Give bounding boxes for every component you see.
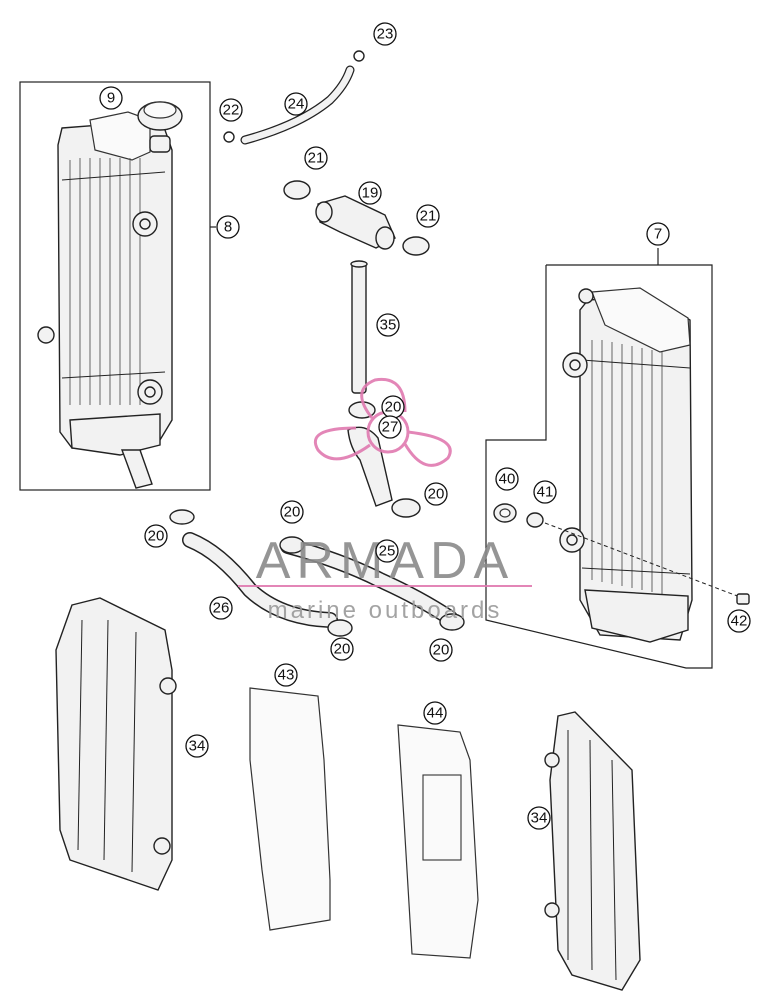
svg-text:7: 7 xyxy=(654,226,662,243)
svg-text:20: 20 xyxy=(284,504,301,521)
callout-24: 24 xyxy=(284,92,308,116)
hoses-group xyxy=(169,50,465,637)
callout-8: 8 xyxy=(216,215,240,239)
callout-20-bottom-left: 20 xyxy=(330,637,354,661)
svg-text:20: 20 xyxy=(385,399,402,416)
left-radiator-group xyxy=(19,81,216,491)
svg-text:34: 34 xyxy=(189,738,206,755)
right-radiator-group xyxy=(485,248,750,669)
svg-text:8: 8 xyxy=(224,219,232,236)
svg-text:20: 20 xyxy=(428,486,445,503)
callout-20-center: 20 xyxy=(280,500,304,524)
bolt xyxy=(736,593,750,605)
svg-text:44: 44 xyxy=(427,705,444,722)
callout-20-top: 20 xyxy=(381,395,405,419)
svg-text:20: 20 xyxy=(433,642,450,659)
svg-text:40: 40 xyxy=(499,471,516,488)
callout-20-left: 20 xyxy=(144,524,168,548)
callout-25: 25 xyxy=(375,539,399,563)
callout-44: 44 xyxy=(423,701,447,725)
callout-21-top: 21 xyxy=(304,146,328,170)
right-radiator xyxy=(559,287,693,643)
svg-text:9: 9 xyxy=(107,90,115,107)
svg-text:27: 27 xyxy=(382,419,399,436)
callout-42: 42 xyxy=(727,609,751,633)
left-radiator xyxy=(37,101,183,489)
callout-9: 9 xyxy=(99,86,123,110)
callout-21-right: 21 xyxy=(416,204,440,228)
gasket-43 xyxy=(249,687,331,931)
callout-34-left: 34 xyxy=(185,734,209,758)
callout-35: 35 xyxy=(376,313,400,337)
washer xyxy=(526,512,544,528)
callout-23: 23 xyxy=(373,22,397,46)
callout-40: 40 xyxy=(495,467,519,491)
callout-26: 26 xyxy=(209,596,233,620)
radiator-shroud-left xyxy=(55,597,173,891)
callouts: 9 8 7 23 22 24 21 19 21 35 20 27 20 40 4… xyxy=(99,22,751,830)
svg-text:41: 41 xyxy=(537,484,554,501)
group-box-8 xyxy=(19,81,211,491)
shrouds-group xyxy=(55,597,641,991)
callout-20-bottom-right: 20 xyxy=(429,638,453,662)
watermark-subtitle: marine outboards xyxy=(268,597,503,624)
svg-text:43: 43 xyxy=(278,667,295,684)
callout-41: 41 xyxy=(533,480,557,504)
coolant-hose-bend xyxy=(347,426,393,507)
callout-22: 22 xyxy=(219,98,243,122)
svg-text:34: 34 xyxy=(531,810,548,827)
group-box-7 xyxy=(485,264,713,669)
callout-27: 27 xyxy=(378,415,402,439)
callout-43: 43 xyxy=(274,663,298,687)
svg-text:20: 20 xyxy=(334,641,351,658)
radiator-shroud-right xyxy=(549,711,641,991)
svg-text:24: 24 xyxy=(288,96,305,113)
propeller-icon xyxy=(313,377,452,467)
svg-text:42: 42 xyxy=(731,613,748,630)
gasket-44 xyxy=(397,724,479,959)
callout-19: 19 xyxy=(358,181,382,205)
callout-20-mid: 20 xyxy=(424,482,448,506)
svg-text:26: 26 xyxy=(213,600,230,617)
svg-text:35: 35 xyxy=(380,317,397,334)
callout-34-right: 34 xyxy=(527,806,551,830)
svg-text:22: 22 xyxy=(223,102,240,119)
svg-text:19: 19 xyxy=(362,185,379,202)
svg-text:23: 23 xyxy=(377,26,394,43)
svg-text:21: 21 xyxy=(420,208,437,225)
callout-7: 7 xyxy=(646,222,670,246)
svg-text:20: 20 xyxy=(148,528,165,545)
coolant-pipe xyxy=(351,262,367,394)
svg-text:21: 21 xyxy=(308,150,325,167)
svg-text:25: 25 xyxy=(379,543,396,560)
